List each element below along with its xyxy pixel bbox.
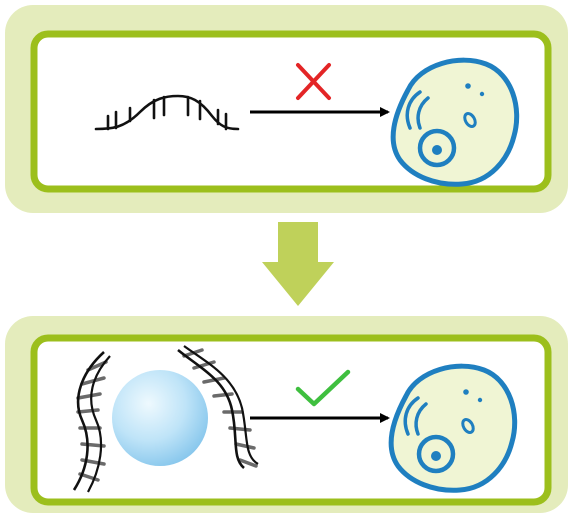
top-panel (5, 5, 568, 213)
cell-vesicle (479, 91, 485, 97)
check-icon (295, 369, 351, 407)
cell-nucleolus (431, 451, 441, 461)
cell-organelle-er (403, 396, 420, 436)
cell-organelle-er-2 (414, 402, 428, 436)
nucleic-acid-strand-right (177, 345, 259, 469)
free-nucleic-acid (94, 94, 240, 131)
cell-icon (390, 57, 520, 187)
cell-organelle-er-2 (416, 96, 430, 130)
bottom-panel (5, 316, 568, 513)
cell-vesicle (463, 389, 469, 395)
cell-organelle-er (405, 90, 422, 130)
nucleic-acid-strand-left (72, 351, 111, 493)
transition-down-arrow (262, 222, 334, 306)
cell-organelle (461, 418, 475, 434)
cell-organelle (463, 112, 477, 128)
cell-vesicle (465, 83, 471, 89)
nanoparticle-sphere (112, 370, 208, 466)
cell-icon (388, 363, 518, 493)
cross-icon (296, 63, 331, 100)
cell-nucleolus (432, 145, 442, 155)
cell-vesicle (477, 397, 483, 403)
